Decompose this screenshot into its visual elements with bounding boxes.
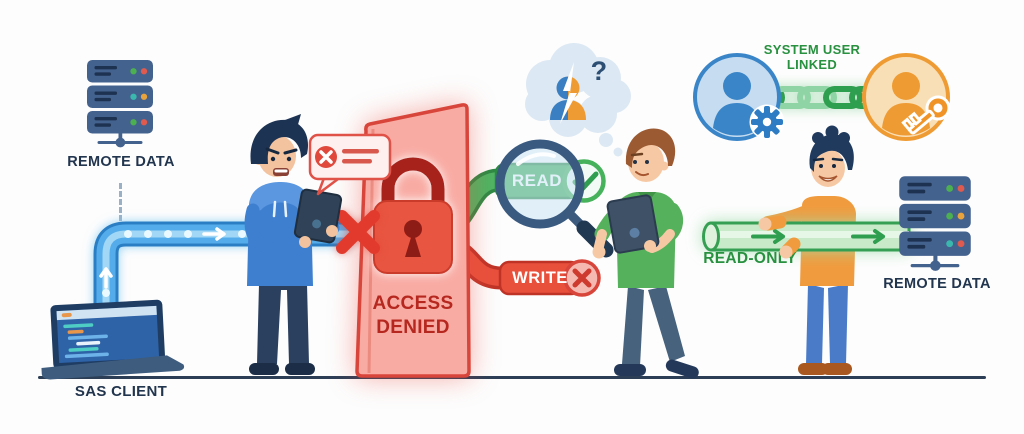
code-lines xyxy=(63,323,109,359)
system-user-linked-label: SYSTEM USER LINKED xyxy=(763,42,861,72)
write-label: WRITE xyxy=(512,269,568,287)
remote-data-left-label: REMOTE DATA xyxy=(67,154,175,170)
read-only-label: READ-ONLY xyxy=(703,250,797,267)
pipe-flow-arrows xyxy=(751,229,885,244)
blocked-x-icon xyxy=(336,210,380,254)
error-bubble-x-icon xyxy=(315,146,337,168)
tablet-icon xyxy=(606,194,660,254)
gear-icon xyxy=(749,104,785,140)
readonly-user-figure xyxy=(761,125,856,375)
angry-face xyxy=(250,114,309,177)
denied-user-figure xyxy=(244,114,343,375)
ground-line xyxy=(38,376,986,379)
server-to-pipe-dashed-connector xyxy=(119,183,122,221)
access-denied-label: ACCESS DENIED xyxy=(372,293,454,338)
remote-data-server-right-icon xyxy=(899,176,971,271)
calm-face xyxy=(625,128,676,182)
server-icon xyxy=(87,60,153,148)
client-user-avatar xyxy=(693,53,785,141)
sas-client-laptop-icon xyxy=(41,299,185,380)
server-icon xyxy=(899,176,971,271)
sas-client-label: SAS CLIENT xyxy=(74,383,168,400)
system-user-avatar xyxy=(862,53,951,141)
laptop-icon xyxy=(41,299,185,380)
readonly-data-pipe xyxy=(702,221,911,252)
user-mismatch-icon xyxy=(550,62,586,124)
pipe-flow-arrows xyxy=(99,227,226,289)
padlock-icon xyxy=(373,157,453,274)
thought-cloud-icon xyxy=(525,43,631,157)
error-speech-bubble xyxy=(308,133,392,196)
smiling-face xyxy=(809,125,854,187)
readonly-user-hands xyxy=(758,215,801,259)
reading-user-figure xyxy=(592,128,699,379)
lightning-bolt-icon xyxy=(560,62,577,124)
key-icon xyxy=(901,95,951,135)
remote-data-right-label: REMOTE DATA xyxy=(883,276,991,292)
question-mark: ? xyxy=(590,56,608,86)
cross-icon xyxy=(563,259,601,297)
remote-data-server-left-icon xyxy=(87,60,153,148)
